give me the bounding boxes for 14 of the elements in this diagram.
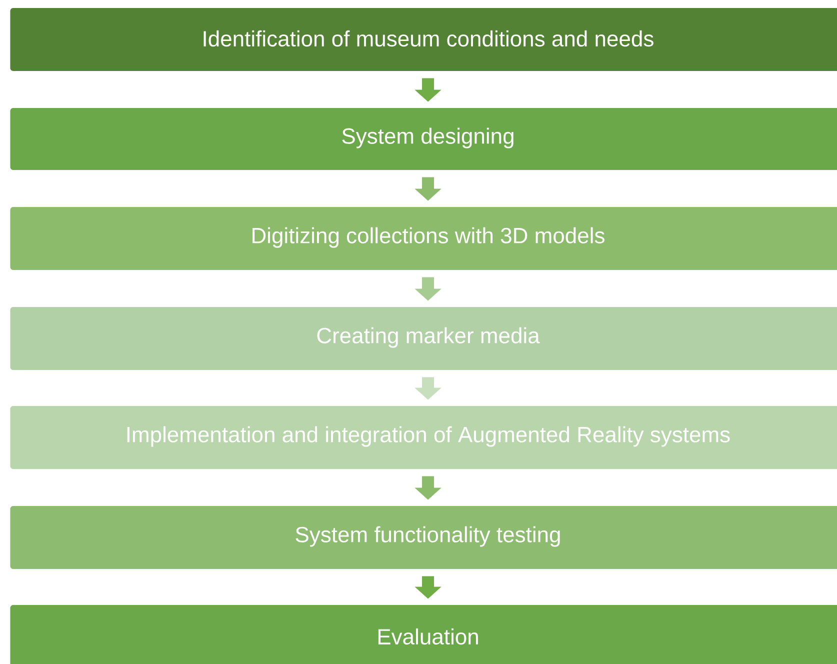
box-label: Evaluation: [378, 628, 478, 645]
process-box: [10, 406, 837, 469]
box-label: Digitizing collections with 3D models: [252, 227, 604, 248]
process-box: [10, 605, 837, 664]
process-box: [10, 108, 837, 170]
process-box: [10, 307, 837, 370]
box-label: System designing: [342, 128, 514, 148]
box-label: Implementation and integration of Augmented Reality systems: [127, 426, 730, 447]
box-label: Creating marker media: [317, 327, 540, 348]
box-label: Identification of museum conditions and needs: [204, 30, 654, 47]
process-box: [10, 8, 837, 71]
process-box: [10, 207, 837, 270]
process-box: [10, 506, 837, 569]
box-label: System functionality testing: [296, 526, 560, 547]
